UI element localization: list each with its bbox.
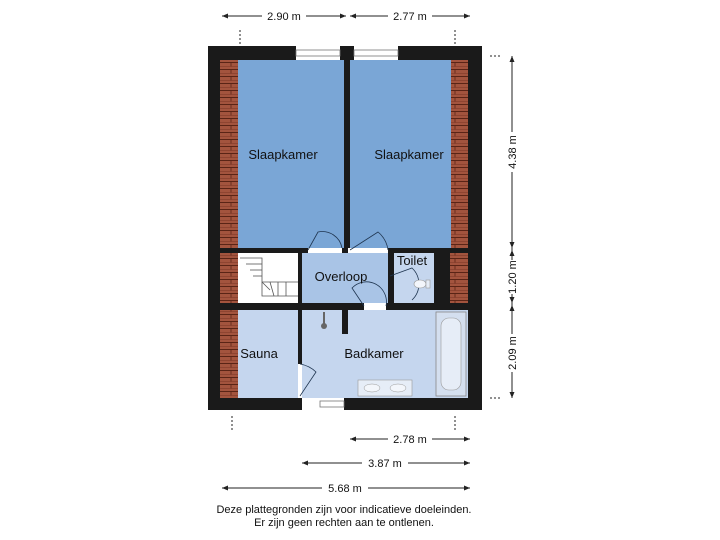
label-overloop: Overloop <box>315 269 368 284</box>
doors <box>299 231 420 397</box>
disclaimer-line-2: Er zijn geen rechten aan te ontlenen. <box>254 517 434 529</box>
stairs <box>240 257 298 297</box>
dimension-bottom-3: 5.68 m <box>222 481 470 495</box>
dimension-label-bottom-3: 5.68 m <box>328 483 362 495</box>
bathtub <box>435 311 467 397</box>
toilet-icon <box>413 279 431 289</box>
dimension-label-right-bottom: 2.09 m <box>507 336 519 370</box>
label-slaapkamer-left: Slaapkamer <box>248 147 318 162</box>
windows <box>295 49 399 408</box>
dimension-label-bottom-2: 3.87 m <box>368 458 402 470</box>
label-slaapkamer-right: Slaapkamer <box>374 147 444 162</box>
shower-head-icon <box>321 312 327 329</box>
room-toilet <box>394 253 434 303</box>
dimension-label-top-left: 2.90 m <box>267 11 301 23</box>
room-sauna <box>238 310 298 398</box>
disclaimer-line-1: Deze plattegronden zijn voor indicatieve… <box>216 504 472 516</box>
dimension-label-right-top: 4.38 m <box>507 135 519 169</box>
room-slaapkamer-left <box>238 60 344 248</box>
dimension-label-right-middle: 1.20 m <box>507 260 519 294</box>
room-overloop <box>302 253 388 303</box>
dimension-bottom-1: 2.78 m <box>350 432 470 446</box>
room-slaapkamer-right <box>350 60 451 248</box>
stairs-area <box>238 253 298 303</box>
walls <box>208 46 482 410</box>
dimension-top-left: 2.90 m <box>222 9 346 23</box>
dimension-label-bottom-1: 2.78 m <box>393 434 427 446</box>
sink-counter <box>357 379 413 397</box>
label-sauna: Sauna <box>240 346 278 361</box>
dimension-bottom-2: 3.87 m <box>302 456 470 470</box>
label-toilet: Toilet <box>397 253 428 268</box>
label-badkamer: Badkamer <box>344 346 404 361</box>
dimension-top-right: 2.77 m <box>350 9 470 23</box>
dimension-right: 4.38 m 1.20 m 2.09 m <box>505 56 519 398</box>
dimension-label-top-right: 2.77 m <box>393 11 427 23</box>
disclaimer: Deze plattegronden zijn voor indicatieve… <box>0 504 688 530</box>
